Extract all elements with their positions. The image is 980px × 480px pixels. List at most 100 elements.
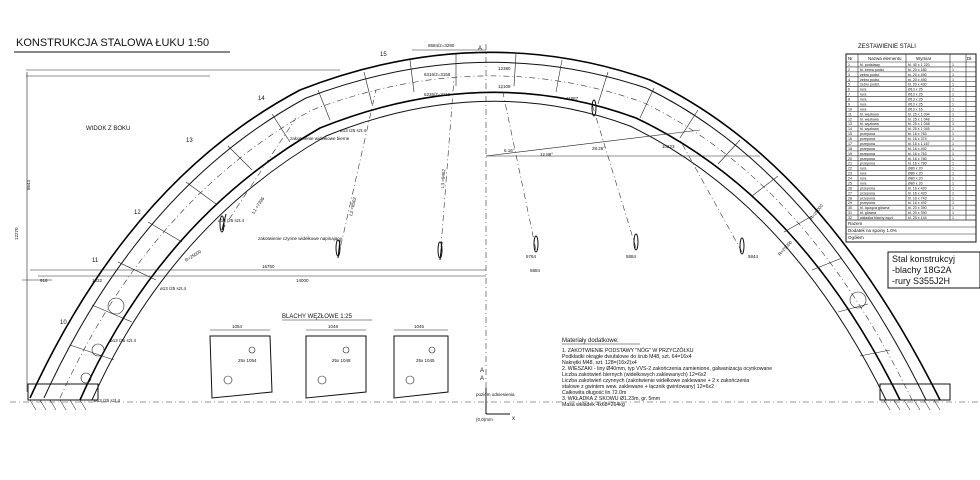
steel-row-cell: bl. glówna bbox=[860, 211, 876, 215]
steel-row-cell: 1 bbox=[952, 68, 954, 72]
note-line-6: stalowe z gwintem wew. zaklewane + łączn… bbox=[562, 384, 714, 390]
steel-row-cell: bl. 25 x 1 048 bbox=[908, 122, 930, 126]
steel-row-cell: 13 bbox=[848, 122, 852, 126]
dim-top-chord: 8584/2=3290 bbox=[428, 43, 455, 48]
col-h-0: Nr bbox=[848, 56, 853, 61]
hanger-val-3: 5844 bbox=[748, 254, 759, 259]
dim-1832: 1832 bbox=[92, 278, 103, 283]
steel-row-cell: 1 bbox=[952, 137, 954, 141]
tag-5: ø13 /25 szt.4 bbox=[94, 398, 121, 403]
steel-row-cell: 1 bbox=[952, 157, 954, 161]
steel-row-cell: 1 bbox=[952, 98, 954, 102]
steel-list-title: ZESTAWIENIE STALI bbox=[858, 44, 916, 50]
steel-row-cell: 32 bbox=[848, 216, 852, 220]
steel-row-cell: bl. 16 x 492 bbox=[908, 201, 927, 205]
steel-row-cell: bl. węzłowa bbox=[860, 117, 879, 121]
steel-row-cell: 8 bbox=[848, 98, 850, 102]
note-line-8: 3. WKŁADKA Z SKOWU Ø1.23m, gr. 5mm bbox=[562, 396, 660, 402]
steel-row-cell: rura bbox=[860, 167, 866, 171]
steel-row-cell: 21 bbox=[848, 162, 852, 166]
side-view-label: WIDOK Z BOKU bbox=[86, 126, 130, 132]
axis-a-label: A bbox=[480, 368, 484, 374]
steel-row-cell: bl. podstawy bbox=[860, 63, 880, 67]
r-right: R=25000 bbox=[809, 203, 825, 221]
rope-l3: L3 =8462 bbox=[440, 168, 446, 188]
steel-row-cell: Ø80 x 20 bbox=[908, 167, 923, 171]
steel-row-cell: 29 bbox=[848, 201, 852, 205]
steel-row-cell: 1 bbox=[952, 167, 954, 171]
col-h-1: Nazwa elementu bbox=[868, 56, 902, 61]
member-10: 10 bbox=[60, 320, 67, 326]
dim-height-inner: 8643 bbox=[26, 179, 31, 190]
steel-row-cell: 1 bbox=[952, 177, 954, 181]
arch-inner bbox=[79, 91, 901, 401]
steel-row-cell: 1 bbox=[952, 191, 954, 195]
steel-row-cell: 1 bbox=[952, 117, 954, 121]
node-plate-3: 1045 25x 1045 bbox=[393, 324, 449, 399]
steel-row-cell: 1 bbox=[952, 172, 954, 176]
note-line-1: Podkładki okrągłe dwufalowe do śrub M48,… bbox=[562, 354, 692, 360]
anchor-active-label: zakotwienie czynne widełkowe napinające bbox=[258, 236, 343, 241]
member-15: 15 bbox=[380, 52, 387, 58]
arch-inner-2 bbox=[91, 100, 887, 401]
member-11: 11 bbox=[92, 258, 99, 264]
steel-row-cell: 7 bbox=[848, 93, 850, 97]
steel-row-cell: 11 bbox=[848, 112, 852, 116]
node-plate-1: 1054 25x 1054 bbox=[209, 324, 273, 399]
tag-3: ø13 /25 szt.4 bbox=[160, 286, 187, 291]
member-12: 12 bbox=[134, 210, 141, 216]
steel-row-cell: bl. 16 x 743 bbox=[908, 196, 927, 200]
node-plate-2: 1048 25x 1048 bbox=[305, 324, 367, 399]
steel-row-cell: 23 bbox=[848, 172, 852, 176]
steel-row-cell: rura bbox=[860, 177, 866, 181]
member-13: 13 bbox=[186, 138, 193, 144]
angle-top: 28.26° bbox=[592, 146, 605, 151]
dim-12380: 12380 bbox=[498, 66, 511, 71]
steel-row-cell: 18 bbox=[848, 147, 852, 151]
steel-row-cell: 4 bbox=[848, 78, 850, 82]
steel-row-cell: bl. 16 x 420 bbox=[908, 191, 927, 195]
steel-row-cell: 19 bbox=[848, 152, 852, 156]
steel-row-cell: 10 bbox=[848, 107, 852, 111]
hanger-val-4: 5884 bbox=[530, 268, 541, 273]
steel-row-cell: 1 bbox=[952, 147, 954, 151]
steel-row-cell: 16 bbox=[848, 137, 852, 141]
tag-2: ø13 /25 szt.4 bbox=[340, 128, 367, 133]
steel-row-cell: przepona bbox=[860, 186, 875, 190]
steel-row-cell: przepona bbox=[860, 157, 875, 161]
col-h-2: Wymiar bbox=[916, 56, 932, 61]
right-support bbox=[849, 291, 951, 411]
steel-row-cell: bl. 16 x 763 bbox=[908, 132, 927, 136]
steel-row-cell: 1 bbox=[952, 186, 954, 190]
level-value: (0,0)mm bbox=[476, 417, 493, 422]
steel-row-cell: 25 bbox=[848, 181, 852, 185]
steel-row-cell: 3 bbox=[848, 73, 850, 77]
note-line-2: Nakrętki M48, szt. 128=(16x2)x4 bbox=[562, 360, 637, 366]
rope-l1: L1 =7396 bbox=[251, 196, 266, 215]
steel-row-cell: rura bbox=[860, 107, 866, 111]
steel-row-cell: bl. łącząca glówna bbox=[860, 206, 889, 210]
steel-row-cell: 2 bbox=[848, 68, 850, 72]
dim-span-inner: 14000 bbox=[296, 278, 309, 283]
tag-4: ø13 /25 szt.4 bbox=[110, 338, 137, 343]
steel-row-cell: 1 bbox=[952, 63, 954, 67]
dim-height-total: 12270 bbox=[14, 227, 19, 240]
steel-row-cell: 15 bbox=[848, 132, 852, 136]
nodes-label: BLACHY WĘZŁOWE 1:25 bbox=[282, 314, 353, 320]
steel-row-cell: 1 bbox=[952, 206, 954, 210]
steel-row-cell: 20 bbox=[848, 157, 852, 161]
steel-row-cell: 1 bbox=[952, 73, 954, 77]
steel-row-cell: rura bbox=[860, 172, 866, 176]
material-line-2: -blachy 18G2A bbox=[892, 265, 952, 275]
note-line-3: 2. WIESZAKI - liny Ø40mm, typ VVS-2 zako… bbox=[562, 366, 772, 372]
angle-mid: 12.88° bbox=[540, 152, 553, 157]
steel-row-cell: Ø80 x 20 bbox=[908, 172, 923, 176]
steel-row-cell: 1 bbox=[952, 216, 954, 220]
steel-row-cell: bl. 20 x 490 bbox=[908, 78, 927, 82]
steel-row-cell: bl. 40 x 1 220 bbox=[908, 63, 930, 67]
note-line-5: Liczba zakotwień czynnych (zakotwienie w… bbox=[562, 378, 749, 384]
steel-row-cell: bl. 25 x 1 045 bbox=[908, 127, 930, 131]
steel-row-cell: bl. żebra podst. bbox=[860, 68, 885, 72]
steel-row-cell: bl. węzłowa bbox=[860, 112, 879, 116]
